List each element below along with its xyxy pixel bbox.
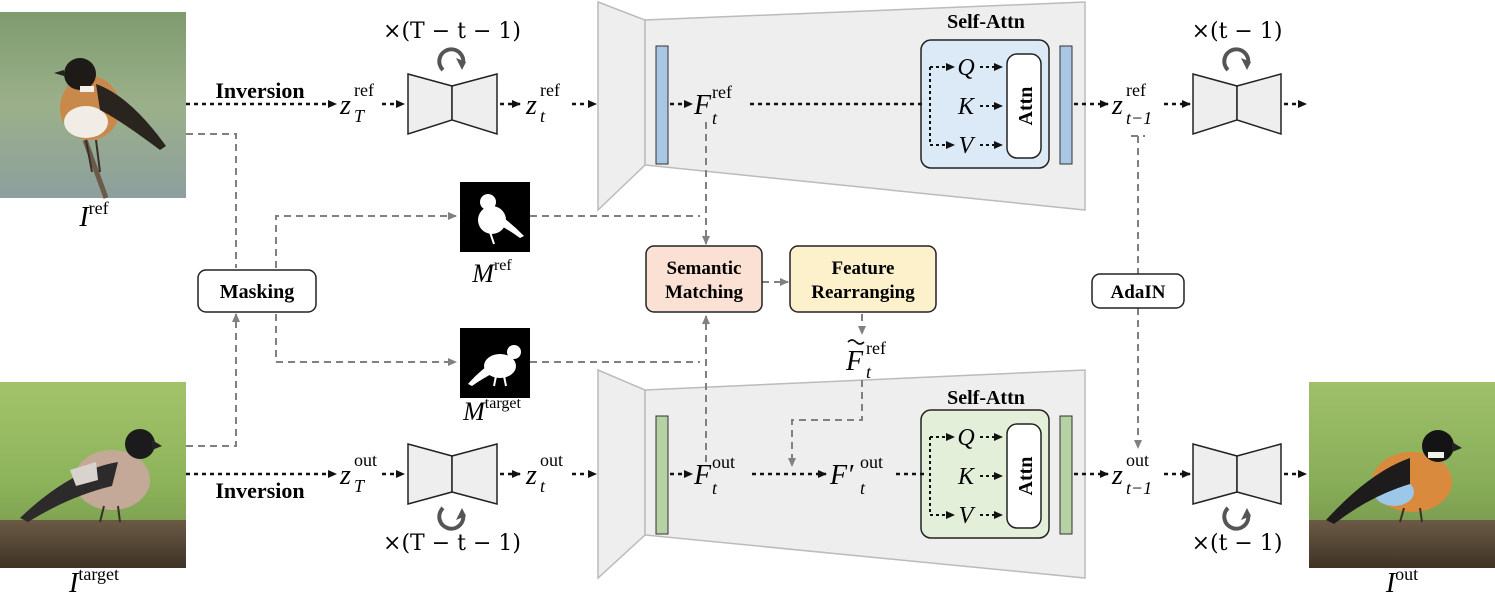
- bar-bottom-left: [655, 415, 669, 535]
- loop-icon-top-right: [1222, 47, 1251, 72]
- svg-text:ref: ref: [540, 80, 560, 100]
- v-top: V: [959, 133, 976, 159]
- svg-text:T: T: [354, 476, 366, 496]
- svg-text:t: t: [540, 106, 546, 126]
- z-t1-ref: z ref t−1: [1111, 80, 1152, 128]
- F-tilde-ref: F ref t: [845, 338, 886, 382]
- k-top: K: [957, 94, 976, 120]
- svg-text:t: t: [712, 108, 718, 128]
- z-T-ref: z ref T: [339, 80, 374, 126]
- svg-text:out: out: [1126, 450, 1149, 470]
- target-image: [0, 382, 186, 568]
- attn-bottom-box: [1006, 423, 1042, 529]
- loop-icon-bottom-left: [437, 506, 466, 531]
- feature-rearranging-line1: Feature: [832, 258, 895, 279]
- self-attn-bottom-title: Self-Attn: [947, 387, 1025, 409]
- small-unet-bottom-right: [1192, 443, 1282, 505]
- svg-text:t: t: [540, 476, 546, 496]
- adain-box: [1091, 273, 1185, 309]
- repeat-bottom-right: ×(t − 1): [1192, 531, 1283, 556]
- qkv-bottom: Q K V: [929, 425, 1003, 529]
- svg-text:ref: ref: [1126, 80, 1146, 100]
- label-I-ref: Iref: [78, 198, 108, 233]
- svg-text:t: t: [860, 478, 866, 498]
- bar-top-right: [1059, 45, 1073, 165]
- F-prime-t-out: F′ out t: [829, 452, 883, 498]
- mask-ref: [460, 182, 530, 252]
- svg-text:out: out: [540, 450, 563, 470]
- feature-rearranging-box: [789, 245, 937, 313]
- repeat-top-right: ×(t − 1): [1192, 19, 1283, 44]
- z-t1-out: z out t−1: [1111, 450, 1152, 498]
- svg-text:z: z: [525, 460, 537, 491]
- z-T-out: z out T: [339, 450, 377, 496]
- svg-text:F: F: [693, 460, 712, 491]
- z-t-out: z out t: [525, 450, 563, 496]
- bar-bottom-right: [1059, 415, 1073, 535]
- self-attn-top-title: Self-Attn: [947, 11, 1025, 33]
- svg-text:out: out: [712, 452, 735, 472]
- masking-box: [197, 269, 317, 313]
- v-bottom: V: [959, 503, 976, 529]
- label-M-ref: Mref: [471, 257, 512, 288]
- repeat-top-left: ×(T − t − 1): [383, 19, 521, 44]
- k-bottom: K: [957, 464, 976, 490]
- attn-top-box: [1006, 53, 1042, 159]
- q-bottom: Q: [957, 425, 974, 451]
- svg-text:T: T: [354, 106, 366, 126]
- svg-text:F: F: [845, 346, 864, 377]
- bar-top-left: [655, 45, 669, 165]
- svg-text:z: z: [525, 90, 537, 121]
- label-I-target: Itarget: [68, 564, 119, 595]
- semantic-matching-box: [645, 245, 763, 313]
- output-image: [1309, 382, 1495, 568]
- z-t-ref: z ref t: [525, 80, 560, 126]
- svg-text:z: z: [1111, 90, 1123, 121]
- svg-text:t: t: [712, 478, 718, 498]
- flow-arrows: [186, 100, 1307, 478]
- svg-text:F′: F′: [829, 460, 854, 491]
- loop-icon-top-left: [437, 47, 466, 72]
- small-unet-bottom-left: [407, 443, 498, 505]
- svg-text:t−1: t−1: [1126, 478, 1152, 498]
- svg-text:t: t: [866, 362, 872, 382]
- svg-text:out: out: [354, 450, 377, 470]
- loop-icon-bottom-right: [1222, 506, 1251, 531]
- repeat-bottom-left: ×(T − t − 1): [383, 531, 521, 556]
- svg-text:ref: ref: [712, 82, 732, 102]
- svg-text:ref: ref: [354, 80, 374, 100]
- svg-text:t−1: t−1: [1126, 108, 1152, 128]
- F-t-out: F out t: [693, 452, 735, 498]
- svg-text:z: z: [1111, 460, 1123, 491]
- attn-top-label: Attn: [1015, 87, 1037, 126]
- small-unet-top-right: [1192, 73, 1282, 136]
- ref-image: [0, 12, 186, 199]
- svg-text:F: F: [693, 90, 712, 121]
- svg-text:ref: ref: [866, 338, 886, 358]
- inversion-top-label: Inversion: [215, 78, 304, 103]
- q-top: Q: [957, 55, 974, 81]
- svg-text:z: z: [339, 460, 351, 491]
- semantic-matching-line2: Matching: [665, 282, 744, 303]
- small-unet-top-left: [407, 73, 498, 136]
- semantic-matching-line1: Semantic: [667, 258, 742, 279]
- mask-target: [460, 328, 530, 398]
- label-M-target: Mtarget: [462, 395, 521, 426]
- attn-bottom-label: Attn: [1015, 457, 1037, 496]
- gray-connections: [186, 122, 1145, 467]
- svg-text:z: z: [339, 90, 351, 121]
- label-I-out: Iout: [1385, 564, 1418, 595]
- adain-label: AdaIN: [1111, 282, 1166, 303]
- masking-label: Masking: [220, 281, 294, 303]
- svg-text:out: out: [860, 452, 883, 472]
- qkv-top: Q K V: [929, 55, 1003, 159]
- feature-rearranging-line2: Rearranging: [811, 282, 915, 303]
- F-t-ref: F ref t: [693, 82, 732, 128]
- inversion-bottom-label: Inversion: [215, 478, 304, 503]
